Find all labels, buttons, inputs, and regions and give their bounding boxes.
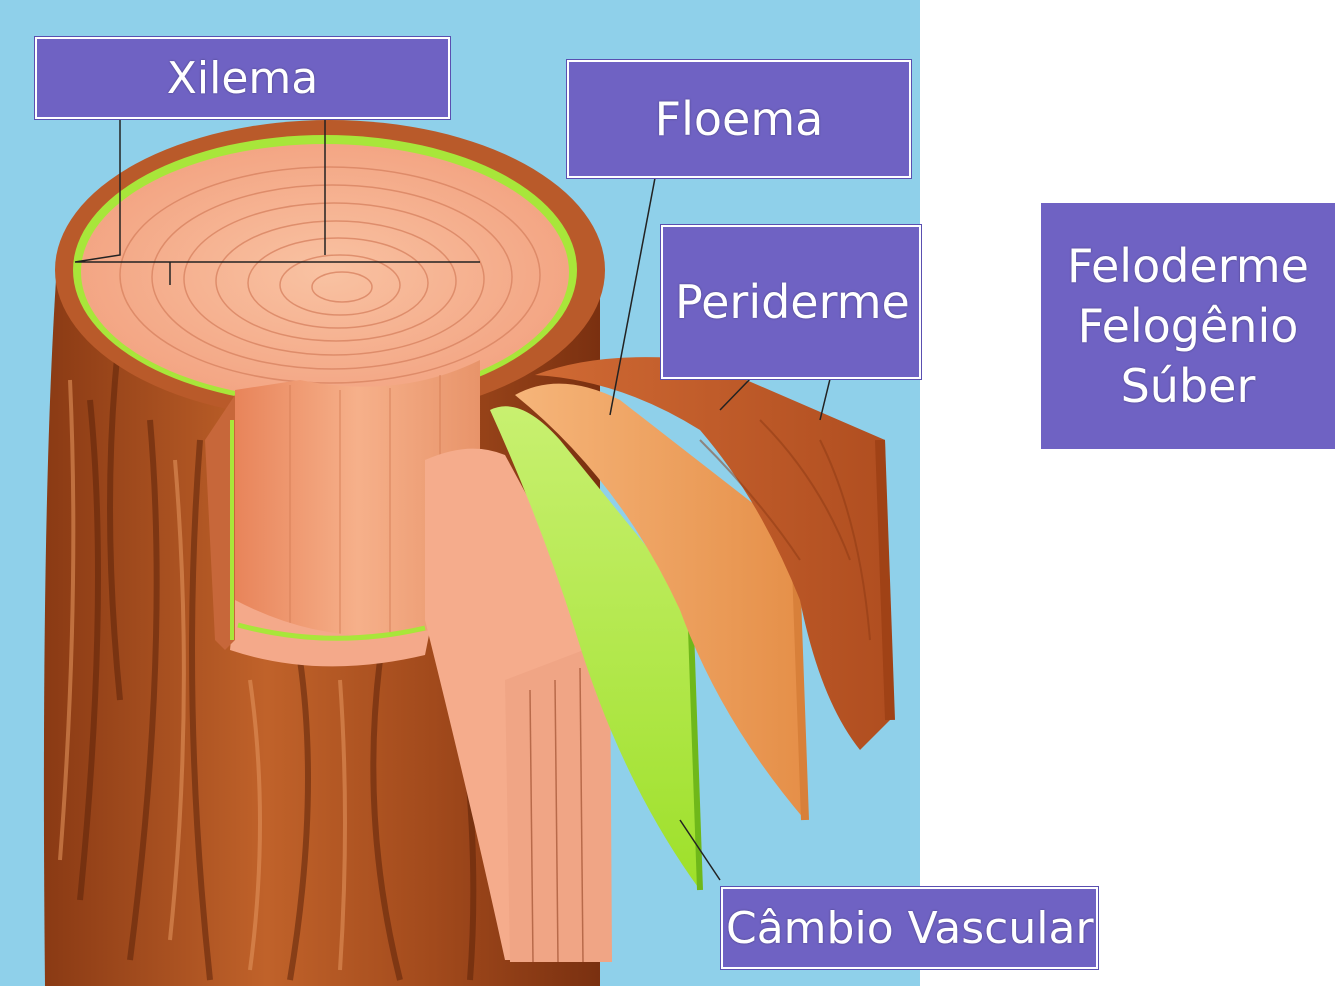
label-floema: Floema bbox=[567, 60, 911, 178]
periderm-sheet bbox=[535, 357, 890, 750]
phloem-sheet bbox=[515, 383, 805, 820]
label-periderme: Periderme bbox=[661, 225, 921, 379]
notch-floor bbox=[230, 600, 430, 667]
bark-streaks bbox=[77, 329, 477, 981]
inner-wood-cylinder bbox=[235, 360, 480, 648]
label-felogenio: Felogênio bbox=[1077, 299, 1299, 353]
bark-highlights bbox=[58, 379, 347, 971]
cambium-sheet bbox=[490, 406, 700, 890]
leader-lines bbox=[74, 118, 831, 881]
notch-floor-cambium bbox=[237, 622, 426, 641]
growth-rings bbox=[119, 166, 541, 384]
label-suber: Súber bbox=[1120, 359, 1256, 413]
label-periderme-text: Periderme bbox=[675, 275, 910, 329]
periderm-texture bbox=[699, 419, 871, 641]
label-cambio-vascular: Câmbio Vascular bbox=[721, 887, 1098, 969]
label-floema-text: Floema bbox=[654, 92, 824, 146]
cambium-sheet-edge bbox=[687, 599, 703, 891]
label-xilema-text: Xilema bbox=[166, 52, 319, 104]
label-cambio-vascular-text: Câmbio Vascular bbox=[726, 902, 1094, 954]
label-xilema: Xilema bbox=[35, 37, 450, 119]
notch-left-face bbox=[205, 395, 235, 650]
xylem-slab-grain bbox=[529, 667, 584, 963]
label-feloderme: Feloderme bbox=[1067, 239, 1309, 293]
periderm-sheet-edge bbox=[875, 439, 895, 721]
trunk-top-wood bbox=[81, 144, 569, 400]
label-periderme-layers: Feloderme Felogênio Súber bbox=[1041, 203, 1335, 449]
